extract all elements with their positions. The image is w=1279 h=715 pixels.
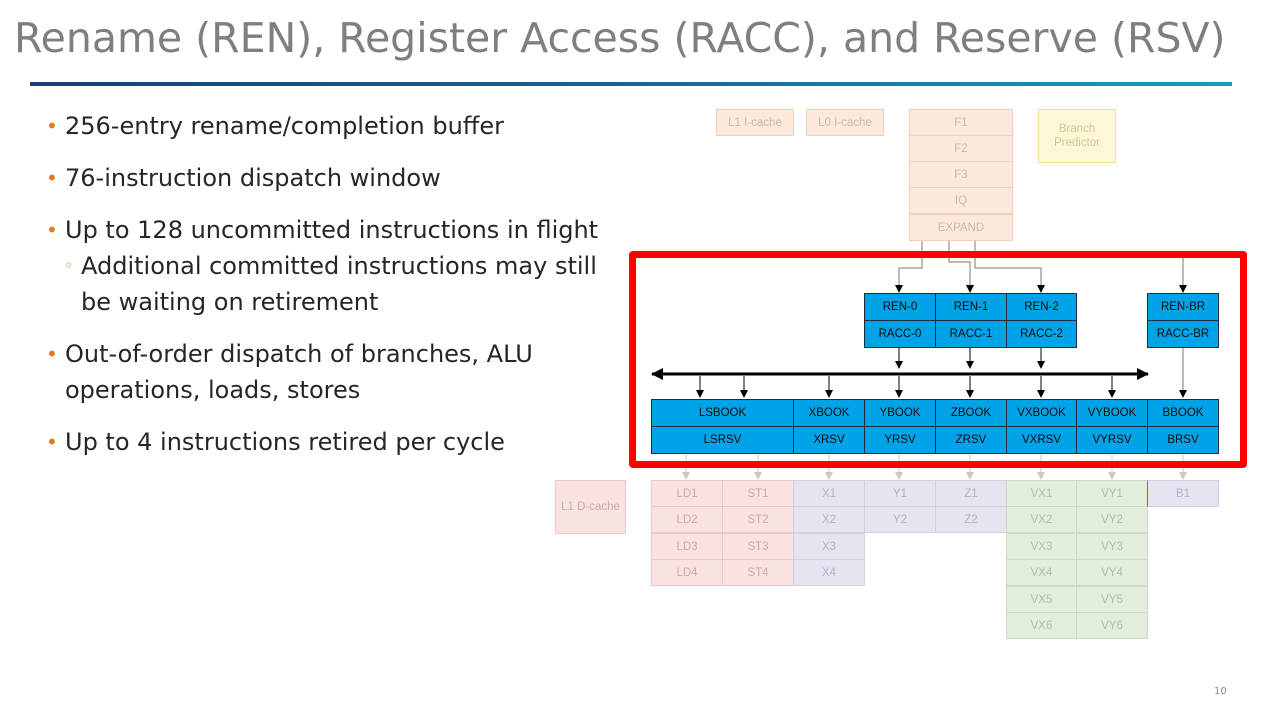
load-stage-ld4: LD4 — [651, 559, 723, 586]
vx-stage-vx2: VX2 — [1006, 506, 1077, 533]
bullet-item: 256-entry rename/completion buffer — [46, 108, 616, 144]
lsrsv-block: LSRSV — [651, 426, 794, 454]
vyrsv-block: VYRSV — [1076, 426, 1148, 454]
branch-stage-b1: B1 — [1147, 480, 1219, 507]
vybook-block: VYBOOK — [1076, 399, 1148, 427]
l1-dcache-block: L1 D-cache — [555, 480, 626, 534]
store-stage-st3: ST3 — [722, 533, 794, 560]
xbook-block: XBOOK — [793, 399, 865, 427]
ren-0-block: REN-0 — [864, 293, 936, 321]
fetch-stage-f3: F3 — [909, 161, 1013, 188]
page-number: 10 — [1214, 686, 1227, 697]
fetch-stage-f2: F2 — [909, 135, 1013, 162]
load-stage-ld2: LD2 — [651, 506, 723, 533]
bullet-item: Out-of-order dispatch of branches, ALU o… — [46, 336, 616, 408]
y-stage-y2: Y2 — [864, 506, 936, 533]
xrsv-block: XRSV — [793, 426, 865, 454]
yrsv-block: YRSV — [864, 426, 936, 454]
brsv-block: BRSV — [1147, 426, 1219, 454]
zrsv-block: ZRSV — [935, 426, 1007, 454]
z-stage-z1: Z1 — [935, 480, 1007, 507]
vy-stage-vy6: VY6 — [1076, 612, 1148, 639]
sub-bullet-item: Additional committed instructions may st… — [64, 248, 616, 320]
store-stage-st2: ST2 — [722, 506, 794, 533]
vx-stage-vx6: VX6 — [1006, 612, 1077, 639]
racc-br-block: RACC-BR — [1147, 320, 1219, 348]
x-stage-x1: X1 — [793, 480, 865, 507]
bullet-item: Up to 128 uncommitted instructions in fl… — [46, 212, 616, 248]
racc-1-block: RACC-1 — [935, 320, 1007, 348]
store-stage-st1: ST1 — [722, 480, 794, 507]
store-stage-st4: ST4 — [722, 559, 794, 586]
vy-stage-vy2: VY2 — [1076, 506, 1148, 533]
expand-stage: EXPAND — [909, 214, 1013, 241]
rename-reserve-highlight — [629, 251, 1247, 468]
x-stage-x2: X2 — [793, 506, 865, 533]
lsbook-block: LSBOOK — [651, 399, 794, 427]
x-stage-x3: X3 — [793, 533, 865, 560]
slide-title: Rename (REN), Register Access (RACC), an… — [14, 14, 1226, 62]
y-stage-y1: Y1 — [864, 480, 936, 507]
vx-stage-vx3: VX3 — [1006, 533, 1077, 560]
vy-stage-vy3: VY3 — [1076, 533, 1148, 560]
vx-stage-vx5: VX5 — [1006, 586, 1077, 613]
l0-icache-block: L0 I-cache — [806, 109, 884, 136]
racc-0-block: RACC-0 — [864, 320, 936, 348]
branch-predictor-block: Branch Predictor — [1038, 109, 1116, 163]
vy-stage-vy5: VY5 — [1076, 586, 1148, 613]
bullet-item: Up to 4 instructions retired per cycle — [46, 424, 616, 460]
x-stage-x4: X4 — [793, 559, 865, 586]
vx-stage-vx4: VX4 — [1006, 559, 1077, 586]
load-stage-ld1: LD1 — [651, 480, 723, 507]
ren-2-block: REN-2 — [1006, 293, 1077, 321]
vy-stage-vy4: VY4 — [1076, 559, 1148, 586]
fetch-stage-f1: F1 — [909, 109, 1013, 136]
bullet-item: 76-instruction dispatch window — [46, 160, 616, 196]
bullet-list: 256-entry rename/completion buffer 76-in… — [46, 108, 616, 476]
instruction-queue: IQ — [909, 187, 1013, 214]
load-stage-ld3: LD3 — [651, 533, 723, 560]
vx-stage-vx1: VX1 — [1006, 480, 1077, 507]
ren-br-block: REN-BR — [1147, 293, 1219, 321]
racc-2-block: RACC-2 — [1006, 320, 1077, 348]
z-stage-z2: Z2 — [935, 506, 1007, 533]
l1-icache-block: L1 I-cache — [716, 109, 794, 136]
title-divider — [30, 82, 1232, 86]
vy-stage-vy1: VY1 — [1076, 480, 1148, 507]
bbook-block: BBOOK — [1147, 399, 1219, 427]
